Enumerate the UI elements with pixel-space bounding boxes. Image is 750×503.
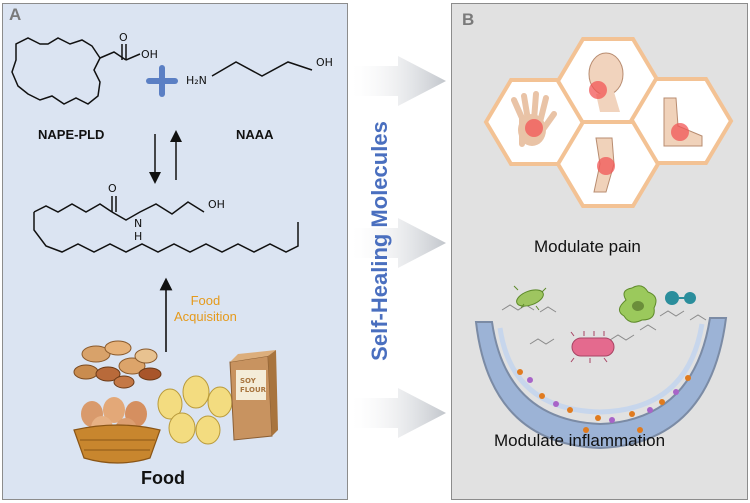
head-pain-icon xyxy=(588,52,624,112)
ankle-pain-icon xyxy=(663,97,703,147)
fatty-acid-structure xyxy=(11,37,141,105)
panel-a-label: A xyxy=(9,5,22,24)
modulate-inflammation-label: Modulate inflammation xyxy=(494,431,666,450)
amide-h-label: H xyxy=(134,230,142,243)
amide-o-label: O xyxy=(108,182,117,195)
ethanolamine-structure xyxy=(211,61,313,77)
arrow-to-b-bottom xyxy=(352,388,446,438)
naaa-label: NAAA xyxy=(236,127,274,142)
egg-basket-icon xyxy=(73,397,161,464)
amine-h2n-label: H₂N xyxy=(186,74,207,87)
amide-n-label: N xyxy=(134,217,142,230)
amide-oh-label: OH xyxy=(208,198,225,211)
amine-oh-label: OH xyxy=(316,56,333,69)
virus-icon xyxy=(665,291,696,305)
amoeba-icon xyxy=(619,285,657,323)
food-acquisition-label: Food Acquisition xyxy=(174,293,237,324)
acid-oh-label: OH xyxy=(141,48,158,61)
arrow-to-b-middle xyxy=(352,218,446,268)
acid-o-label: O xyxy=(119,31,128,44)
membrane-illustration xyxy=(474,304,728,450)
plus-icon xyxy=(146,65,178,97)
knee-pain-icon xyxy=(593,137,615,193)
pea-structure xyxy=(33,196,299,253)
pink-bacterium-icon xyxy=(570,331,615,363)
bacteria-icon xyxy=(513,285,547,311)
food-label: Food xyxy=(141,468,185,488)
hand-pain-icon xyxy=(511,91,557,147)
arrow-to-b-top xyxy=(352,56,446,106)
soybeans-icon xyxy=(157,375,233,445)
modulate-pain-label: Modulate pain xyxy=(534,237,641,256)
nape-pld-label: NAPE-PLD xyxy=(38,127,105,142)
panel-b-label: B xyxy=(462,10,475,29)
peanuts-icon xyxy=(73,340,162,389)
